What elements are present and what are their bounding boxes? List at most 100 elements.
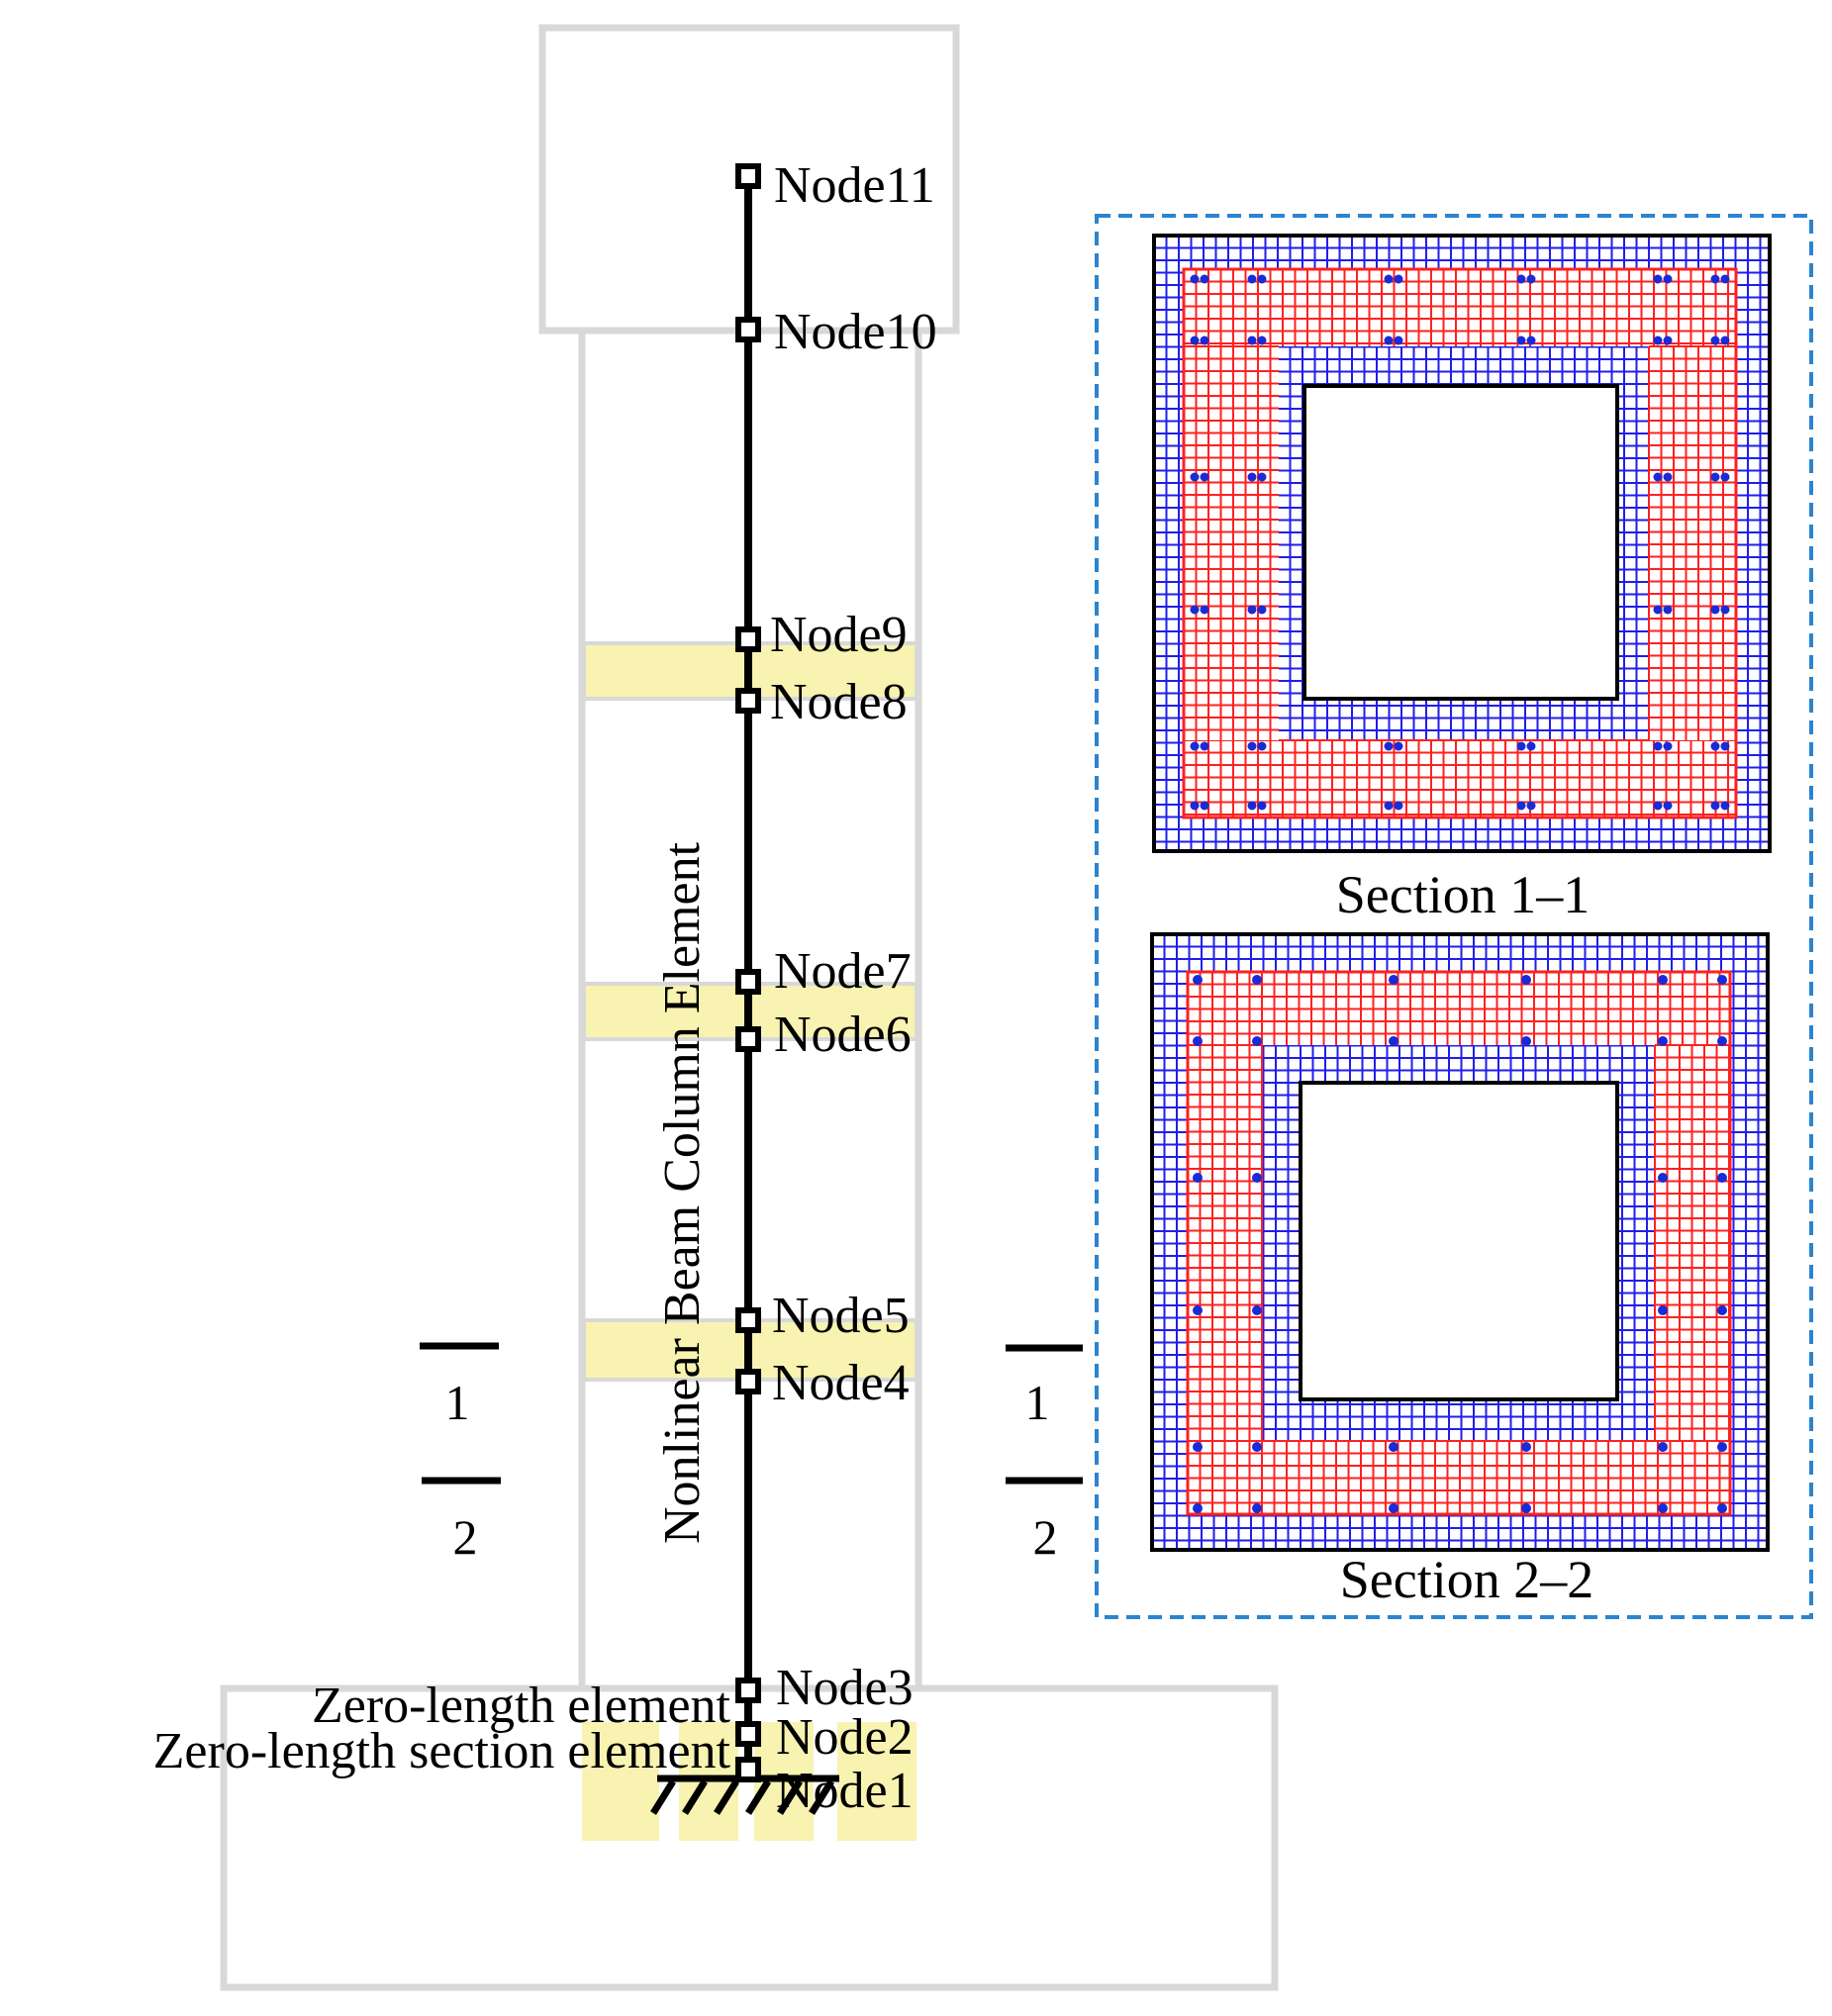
rebar-dot: [1710, 605, 1720, 615]
square-node-icon: [735, 1026, 761, 1052]
rebar-dot: [1252, 1173, 1262, 1183]
rebar-dot: [1663, 336, 1673, 345]
rebar-group: [1193, 975, 1727, 1513]
rebar-dot: [1193, 1173, 1203, 1183]
rebar-dot: [1200, 605, 1209, 615]
rebar-dot: [1526, 741, 1536, 751]
rebar-dot: [1247, 274, 1257, 284]
rebar-dot: [1710, 472, 1720, 482]
rebar-dot: [1190, 274, 1200, 284]
rebar-dot: [1653, 274, 1663, 284]
rebar-dot: [1663, 741, 1673, 751]
node-label-8: Node8: [770, 674, 908, 730]
rebar-dot: [1658, 1173, 1668, 1183]
beam-column-element-label: Nonlinear Beam Column Element: [654, 841, 711, 1544]
rebar-dot: [1200, 336, 1209, 345]
rebar-dot: [1663, 801, 1673, 811]
rebar-dot: [1200, 801, 1209, 811]
rebar-dot: [1247, 472, 1257, 482]
rebar-dot: [1516, 336, 1526, 345]
rebar-dot: [1710, 801, 1720, 811]
rebar-dot: [1394, 336, 1403, 345]
square-node-icon: [735, 1369, 761, 1394]
rebar-dot: [1526, 801, 1536, 811]
node-label-4: Node4: [772, 1355, 910, 1411]
node-label-6: Node6: [774, 1007, 912, 1063]
rebar-dot: [1257, 472, 1267, 482]
rebar-dot: [1257, 336, 1267, 345]
rebar-dot: [1710, 336, 1720, 345]
section-2-2-drawing: [1150, 932, 1770, 1552]
rebar-dot: [1190, 472, 1200, 482]
rebar-dot: [1193, 1036, 1203, 1046]
rebar-dot: [1717, 1503, 1727, 1513]
rebar-dot: [1653, 741, 1663, 751]
rebar-dot: [1257, 274, 1267, 284]
section-1-1-drawing: [1152, 234, 1772, 853]
rebar-dot: [1384, 336, 1394, 345]
rebar-dot: [1257, 801, 1267, 811]
core-fiber-region: [1186, 970, 1732, 1516]
core-outline: [1186, 970, 1732, 1516]
node-label-9: Node9: [770, 607, 908, 663]
rebar-dot: [1247, 801, 1257, 811]
rebar-dot: [1720, 741, 1730, 751]
rebar-dot: [1190, 605, 1200, 615]
rebar-dot: [1384, 741, 1394, 751]
square-node-icon: [735, 163, 761, 189]
core-fiber-region: [1182, 267, 1738, 819]
core-outline: [1182, 267, 1738, 819]
square-node-icon: [735, 626, 761, 652]
rebar-dot: [1200, 274, 1209, 284]
rebar-dot: [1521, 1036, 1531, 1046]
rebar-dot: [1710, 741, 1720, 751]
rebar-dot: [1521, 975, 1531, 985]
section-mark-1-right: 1: [1025, 1375, 1050, 1430]
rebar-dot: [1190, 741, 1200, 751]
rebar-dot: [1257, 605, 1267, 615]
rebar-dot: [1658, 975, 1668, 985]
node-label-10: Node10: [774, 304, 937, 360]
rebar-dot: [1526, 274, 1536, 284]
node-label-1: Node1: [776, 1763, 914, 1819]
rebar-dot: [1384, 801, 1394, 811]
rebar-dot: [1717, 975, 1727, 985]
rebar-dot: [1257, 741, 1267, 751]
rebar-dot: [1200, 472, 1209, 482]
rebar-dot: [1653, 605, 1663, 615]
sections-inset-border: [1095, 214, 1813, 1619]
rebar-dot: [1247, 605, 1257, 615]
node-label-11: Node11: [774, 157, 935, 214]
rebar-dot: [1247, 741, 1257, 751]
rebar-dot: [1720, 801, 1730, 811]
hollow-core: [1299, 1081, 1619, 1401]
rebar-dot: [1658, 1036, 1668, 1046]
rebar-dot: [1384, 274, 1394, 284]
square-node-icon: [735, 969, 761, 995]
rebar-dot: [1717, 1442, 1727, 1452]
zero-length-section-element-label: Zero-length section element: [153, 1723, 731, 1779]
footing-block-1: [582, 1722, 659, 1841]
rebar-dot: [1521, 1503, 1531, 1513]
rebar-dot: [1521, 1442, 1531, 1452]
square-node-icon: [735, 317, 761, 342]
rebar-dot: [1653, 336, 1663, 345]
rebar-dot: [1252, 1503, 1262, 1513]
rebar-dot: [1516, 801, 1526, 811]
rebar-dot: [1200, 741, 1209, 751]
node-labels: Node11 Node10 Node9 Node8 Node7 Node6 No…: [770, 157, 937, 1819]
rebar-dot: [1193, 975, 1203, 985]
rebar-dot: [1663, 274, 1673, 284]
section-2-2-title: Section 2–2: [1340, 1550, 1593, 1609]
rebar-dot: [1658, 1442, 1668, 1452]
rebar-dot: [1247, 336, 1257, 345]
rebar-group: [1190, 274, 1730, 811]
rebar-dot: [1394, 741, 1403, 751]
rebar-dot: [1720, 605, 1730, 615]
core-fiber-grid: [1648, 345, 1737, 740]
rebar-dot: [1190, 336, 1200, 345]
section-marks-right: 1 2: [1006, 1344, 1083, 1565]
rebar-dot: [1516, 274, 1526, 284]
node-label-7: Node7: [774, 943, 912, 1000]
